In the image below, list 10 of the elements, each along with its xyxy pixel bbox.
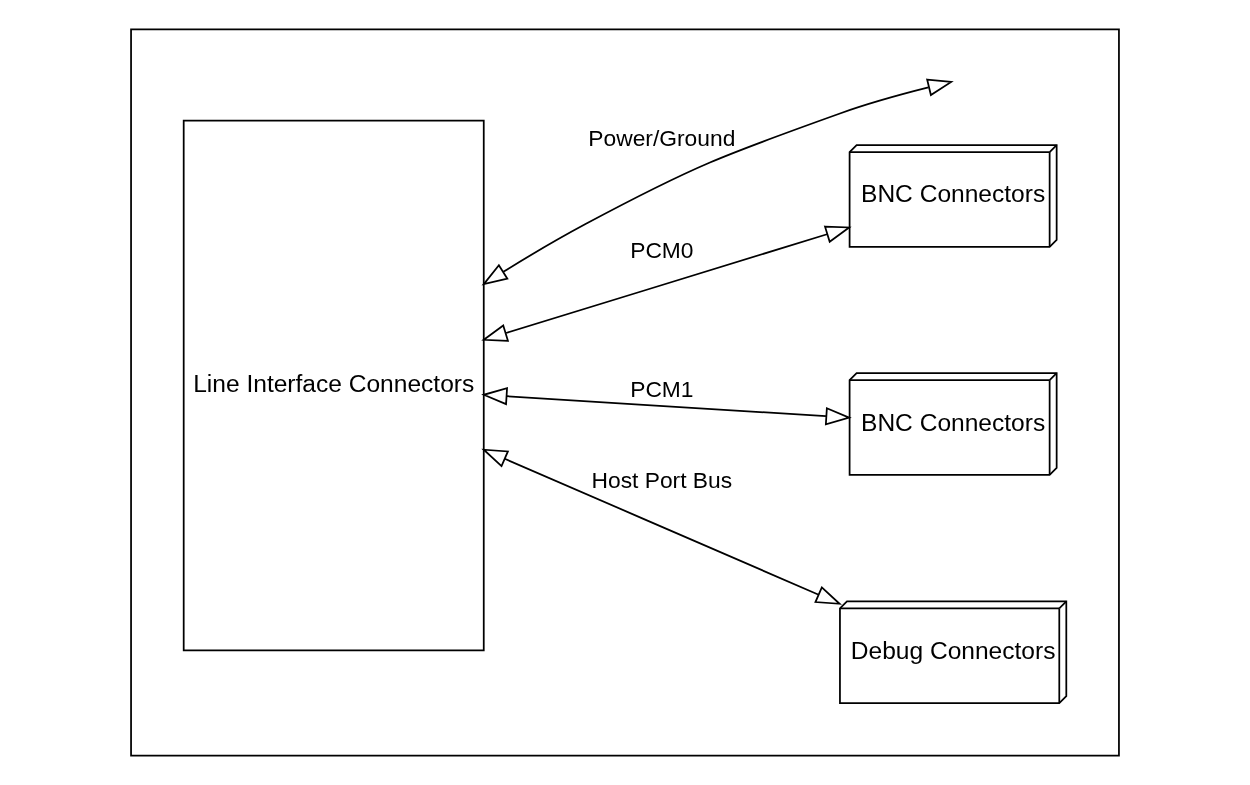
- edge-label: Power/Ground: [588, 124, 736, 151]
- node-box: Line Interface Connectors: [182, 119, 485, 652]
- edge-label: PCM0: [630, 237, 694, 264]
- arrow: [481, 225, 852, 342]
- arrow: [481, 387, 852, 426]
- cluster: [130, 28, 1120, 757]
- arrow: [481, 78, 954, 286]
- edge-label: PCM1: [630, 375, 694, 402]
- edge-label: Host Port Bus: [591, 466, 733, 493]
- arrow: [481, 448, 842, 605]
